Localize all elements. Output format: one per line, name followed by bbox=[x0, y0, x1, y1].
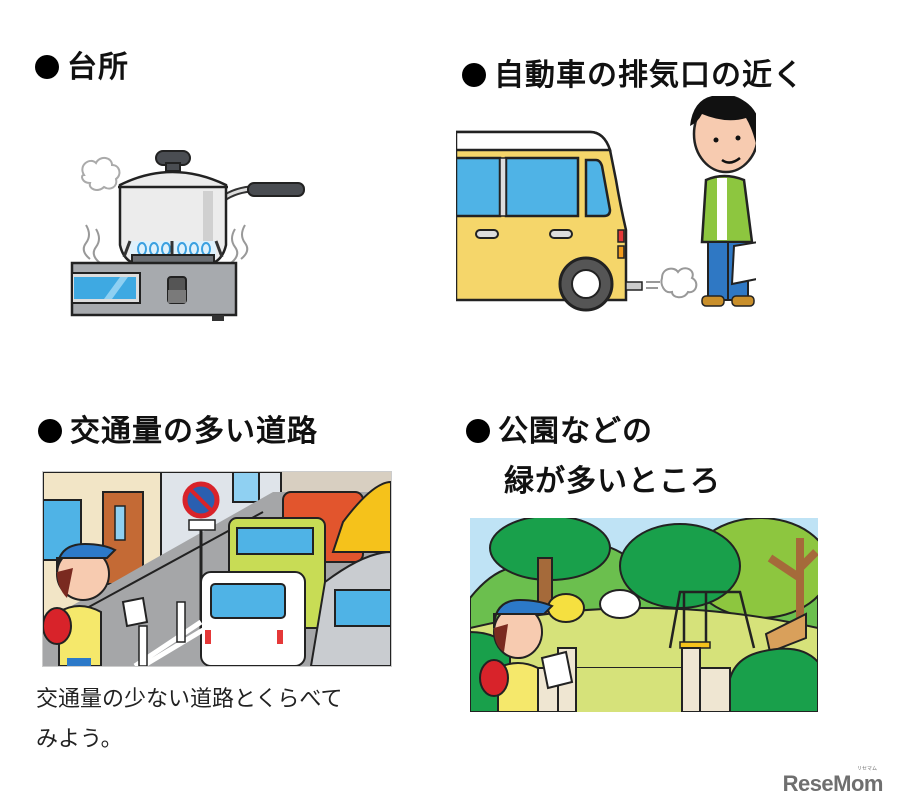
logo-text: ReseMom bbox=[782, 771, 884, 796]
bullet-icon bbox=[35, 55, 59, 79]
heading-car-exhaust-text: 自動車の排気口の近く bbox=[494, 58, 804, 93]
heading-car-exhaust: 自動車の排気口の近く bbox=[462, 58, 804, 94]
busy-road-illustration bbox=[42, 471, 392, 667]
steam-cloud bbox=[81, 157, 121, 191]
heading-kitchen-text: 台所 bbox=[67, 50, 129, 85]
heading-busy-road-text: 交通量の多い道路 bbox=[70, 414, 318, 449]
heading-park-line1: 公園などの bbox=[498, 414, 653, 449]
caption-line-2: みよう。 bbox=[36, 727, 123, 752]
heading-busy-road: 交通量の多い道路 bbox=[38, 414, 318, 450]
bullet-icon bbox=[462, 63, 486, 87]
bullet-icon bbox=[466, 419, 490, 443]
bullet-icon bbox=[38, 419, 62, 443]
car-exhaust-illustration bbox=[456, 96, 756, 318]
heading-park: 公園などの 緑が多いところ bbox=[466, 414, 721, 500]
logo-ruby: リセマム bbox=[856, 766, 877, 772]
busy-road-caption: 交通量の少ない道路とくらべて みよう。 bbox=[36, 680, 342, 760]
kitchen-illustration bbox=[70, 145, 310, 325]
heading-kitchen: 台所 bbox=[35, 50, 129, 86]
caption-line-1: 交通量の少ない道路とくらべて bbox=[36, 687, 343, 712]
heading-park-line2: 緑が多いところ bbox=[504, 464, 721, 499]
park-illustration bbox=[470, 518, 818, 712]
